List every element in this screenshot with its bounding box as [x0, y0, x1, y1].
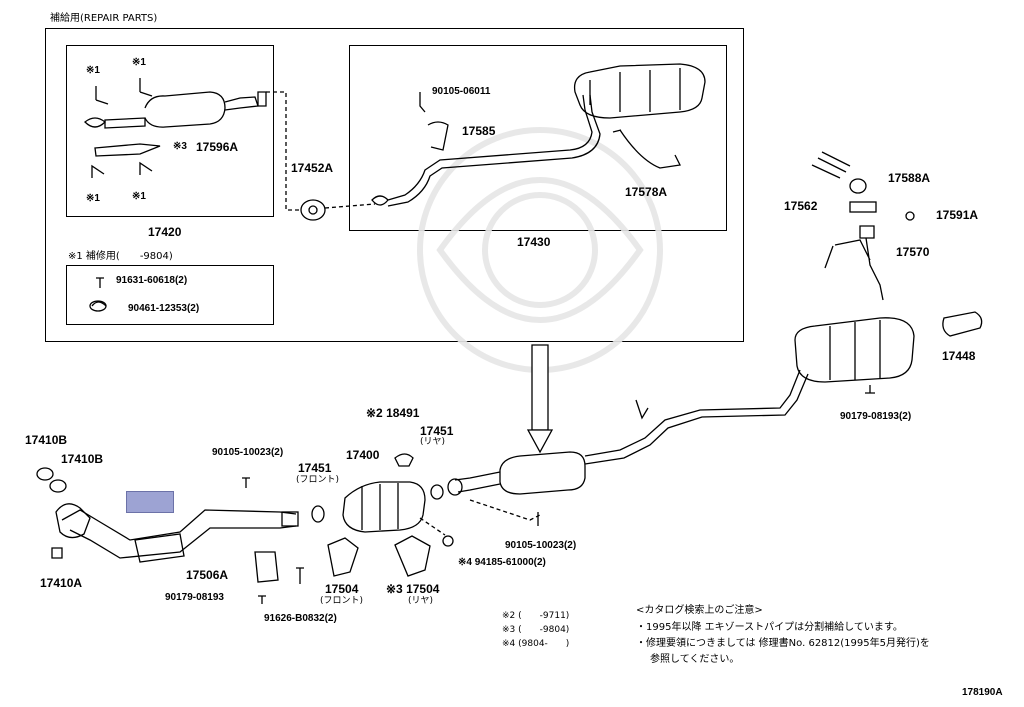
part-17452a: 17452A	[291, 161, 334, 175]
part-17570: 17570	[896, 245, 930, 259]
center-muffler	[499, 451, 586, 495]
part-90179-08193-2: 90179-08193(2)	[840, 411, 912, 422]
heat-insulator	[94, 143, 161, 157]
mark-3-label: ※3	[173, 141, 187, 152]
part-17588a: 17588A	[888, 171, 931, 185]
part-90105-10023-top: 90105-10023(2)	[212, 447, 284, 458]
caution-title: <カタログ検索上のご注意>	[636, 605, 763, 616]
part-17410b-b: 17410B	[61, 452, 104, 466]
part-17504-front-sub: (フロント)	[320, 596, 364, 606]
subkit-title: ※1 補修用( -9804)	[68, 251, 173, 262]
insulator-17504-rear	[394, 535, 431, 577]
bolt-90105-06011	[419, 92, 426, 113]
part-17451-front-sub: (フロント)	[296, 475, 340, 485]
part-17504-rear-sub: (リヤ)	[408, 596, 434, 606]
clamp-17452a	[300, 199, 326, 221]
group-17430-frame	[349, 45, 727, 231]
part-90179-08193: 90179-08193	[165, 592, 224, 603]
part-17591a: 17591A	[936, 208, 979, 222]
mark-1-label-a: ※1	[86, 65, 100, 76]
part-17400: 17400	[346, 448, 380, 462]
part-18491: ※2 18491	[366, 406, 420, 420]
part-17506a: 17506A	[186, 568, 229, 582]
hanger-brackets	[95, 78, 153, 105]
caution-line-3: 参照してください。	[650, 654, 740, 665]
group-17420-frame	[66, 45, 274, 217]
front-flange	[55, 503, 91, 539]
note-mark4: ※4 (9804- )	[502, 639, 570, 649]
mark-1-label-b: ※1	[132, 57, 146, 68]
catalytic-converter	[342, 481, 426, 533]
part-17578a: 17578A	[625, 185, 668, 199]
tail-tip-17448	[942, 311, 983, 337]
watermark-emblem	[417, 127, 663, 373]
part-17448: 17448	[942, 349, 976, 363]
mark-1-label-d: ※1	[132, 191, 146, 202]
mark-1-label-c: ※1	[86, 193, 100, 204]
main-rear-muffler	[794, 317, 915, 383]
part-17410b-a: 17410B	[25, 433, 68, 447]
part-17562: 17562	[784, 199, 818, 213]
ring-17588a	[849, 178, 867, 194]
part-94185-61000: ※4 94185-61000(2)	[458, 557, 546, 568]
repair-parts-heading: 補給用(REPAIR PARTS)	[50, 13, 158, 24]
insulator-17504-front	[327, 537, 359, 577]
note-mark3: ※3 ( -9804)	[502, 625, 570, 635]
part-17504-front: 17504	[325, 582, 359, 596]
part-90461-12353: 90461-12353(2)	[128, 303, 200, 314]
part-17451-rear: 17451	[420, 424, 454, 438]
diagram-number: 178190A	[962, 687, 1003, 698]
part-91631-60618: 91631-60618(2)	[116, 275, 188, 286]
highlight-marker	[126, 491, 174, 513]
part-17451-front: 17451	[298, 461, 332, 475]
group-17420-number: 17420	[148, 225, 182, 239]
bracket-17506a	[254, 551, 279, 583]
caution-line-1: ・1995年以降 エキゾーストパイプは分割補給しています。	[636, 622, 903, 633]
part-91626-b0832: 91626-B0832(2)	[264, 613, 337, 624]
rear-muffler-repair	[573, 63, 706, 119]
part-17410a: 17410A	[40, 576, 83, 590]
part-17585: 17585	[462, 124, 496, 138]
group-17430-number: 17430	[517, 235, 551, 249]
part-17451-rear-sub: (リヤ)	[420, 437, 446, 447]
caution-line-2: ・修理要領につきましては 修理書No. 62812(1995年5月発行)を	[636, 638, 930, 649]
part-17596a: 17596A	[196, 140, 239, 154]
note-mark2: ※2 ( -9711)	[502, 611, 570, 621]
part-90105-10023-bottom: 90105-10023(2)	[505, 540, 577, 551]
repair-parts-frame	[45, 28, 744, 342]
part-17504-rear: ※3 17504	[386, 582, 440, 596]
part-90105-06011: 90105-06011	[432, 86, 491, 97]
subkit-frame	[66, 265, 274, 325]
